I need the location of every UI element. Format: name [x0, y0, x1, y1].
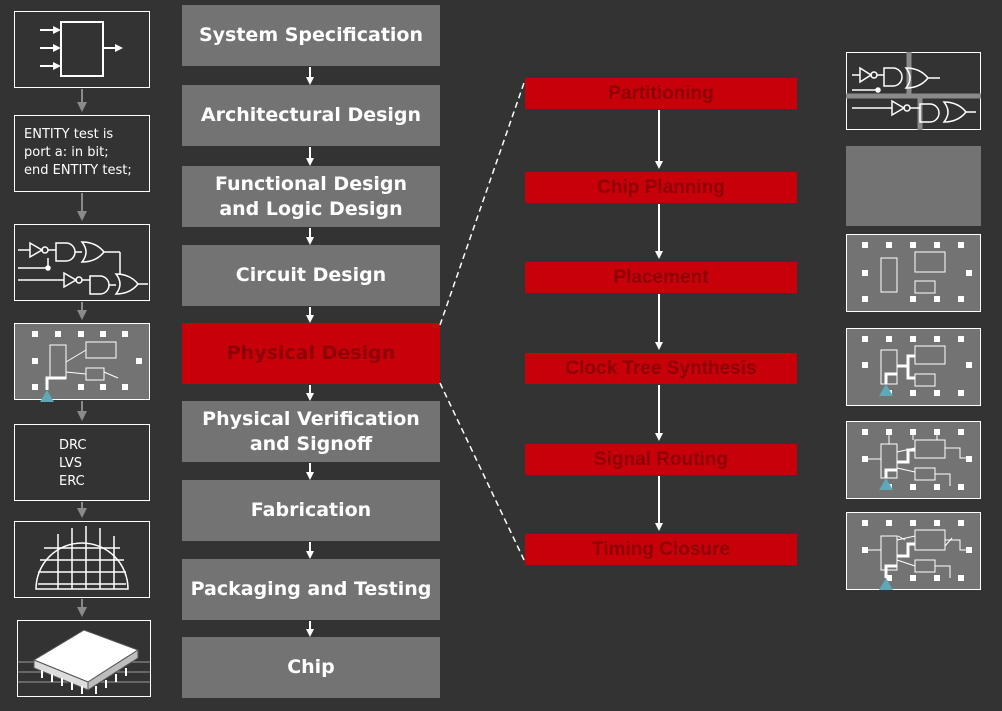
flow-step-fabrication: Fabrication — [182, 480, 440, 541]
verification-checks-text: DRC LVS ERC — [59, 438, 87, 489]
flow-step-architectural-design: Architectural Design — [182, 85, 440, 146]
right-partitioned-netlist-panel — [846, 52, 981, 130]
flow-step-physical-verification: Physical Verification and Signoff — [182, 401, 440, 462]
flow-step-physical-design: Physical Design — [182, 323, 440, 384]
flow-step-system-specification: System Specification — [182, 5, 440, 66]
vhdl-code-text: ENTITY test is port a: in bit; end ENTIT… — [24, 127, 132, 178]
left-wafer-panel — [14, 521, 150, 598]
flow-step-chip: Chip — [182, 637, 440, 698]
right-timing-closure-panel — [846, 512, 981, 590]
left-verification-panel: DRC LVS ERC — [14, 424, 150, 501]
pd-step-placement: Placement — [525, 262, 797, 293]
pd-step-clock-tree-synthesis: Clock Tree Synthesis — [525, 353, 797, 384]
flow-step-functional-logic-design: Functional Design and Logic Design — [182, 166, 440, 227]
left-vhdl-panel: ENTITY test is port a: in bit; end ENTIT… — [14, 115, 150, 192]
flow-step-packaging-testing: Packaging and Testing — [182, 559, 440, 620]
left-chip-package-panel — [17, 620, 151, 697]
pd-step-partitioning: Partitioning — [525, 78, 797, 109]
pd-step-timing-closure: Timing Closure — [525, 534, 797, 565]
flow-step-circuit-design: Circuit Design — [182, 245, 440, 306]
right-placement-panel — [846, 234, 981, 312]
right-routing-panel — [846, 421, 981, 499]
left-layout-panel — [14, 323, 150, 400]
pd-step-signal-routing: Signal Routing — [525, 444, 797, 475]
zoom-dashed-lines — [439, 79, 526, 563]
right-clock-tree-panel — [846, 328, 981, 406]
right-chip-plan-panel — [846, 146, 981, 226]
left-logic-gates-panel — [14, 224, 150, 301]
left-block-diagram-panel — [14, 11, 150, 88]
pd-step-chip-planning: Chip Planning — [525, 172, 797, 203]
